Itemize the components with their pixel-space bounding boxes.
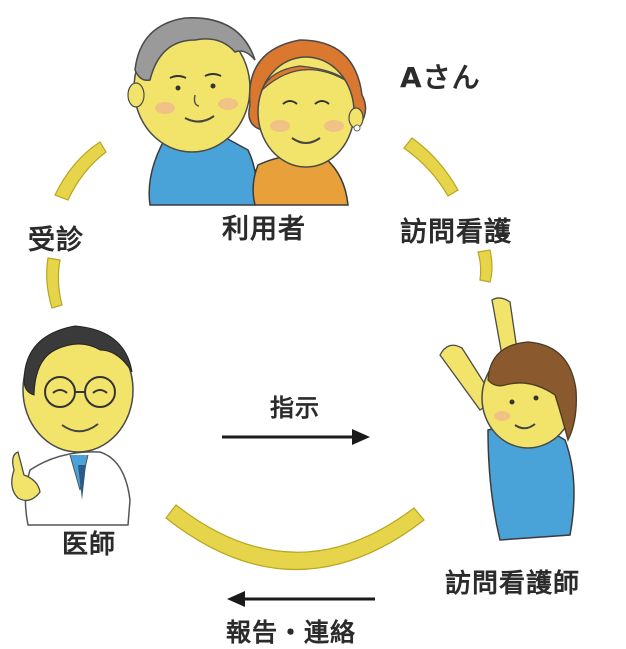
nurse-illustration [439, 297, 577, 541]
arrow-left-icon [227, 591, 375, 607]
visiting-nurse-label: 訪問看護師 [445, 569, 581, 599]
home-nursing-label: 訪問看護 [400, 217, 512, 248]
elderly-woman-illustration [248, 39, 367, 206]
arc-bottom [165, 504, 425, 571]
doctor-illustration [11, 325, 134, 526]
arrow-right-icon [222, 429, 370, 445]
arc-top-right [403, 137, 459, 197]
user-label: 利用者 [222, 214, 306, 245]
arc-right [477, 249, 493, 283]
report-contact-label: 報告・連絡 [226, 618, 357, 647]
doctor-label: 医師 [62, 530, 117, 560]
instruction-label: 指示 [270, 394, 320, 422]
flow-arcs [46, 137, 493, 571]
patient-name-label: Aさん [400, 61, 481, 94]
consultation-label: 受診 [28, 225, 84, 256]
arc-top-left [54, 141, 107, 201]
elderly-man-illustration [127, 17, 258, 206]
arc-left [46, 257, 63, 309]
